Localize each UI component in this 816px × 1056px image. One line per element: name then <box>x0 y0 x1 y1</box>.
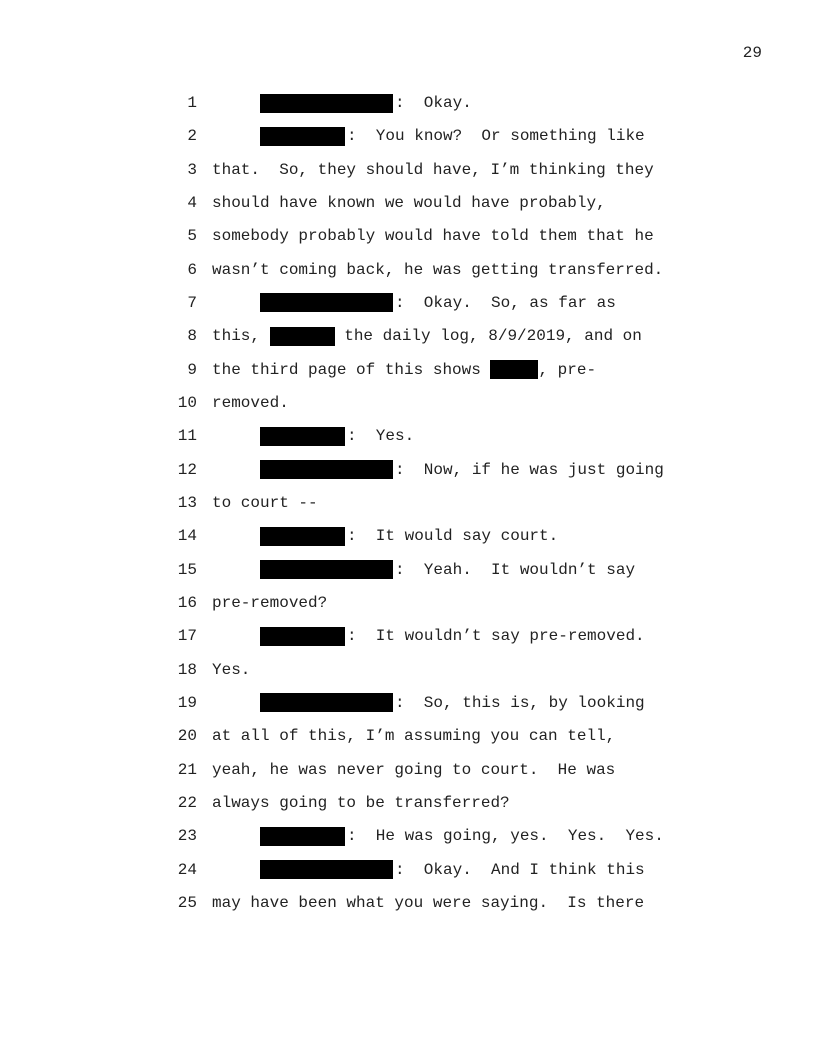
line-text: : He was going, yes. Yes. Yes. <box>260 826 664 846</box>
line-number: 9 <box>187 360 197 379</box>
line-text: the third page of this shows , pre- <box>212 360 596 380</box>
text-segment: pre-removed? <box>212 593 328 612</box>
text-segment: somebody probably would have told them t… <box>212 227 654 246</box>
line-number: 21 <box>177 760 197 779</box>
text-segment: Yes. <box>212 660 251 679</box>
text-segment: , pre- <box>538 360 597 379</box>
line-text: wasn’t coming back, he was getting trans… <box>212 260 663 280</box>
line-number: 19 <box>177 693 197 712</box>
redacted-speaker-name <box>260 93 393 113</box>
text-segment: : Okay. So, as far as <box>395 293 616 312</box>
line-number: 14 <box>177 527 197 546</box>
line-text: : Okay. So, as far as <box>260 293 616 313</box>
text-segment: always going to be transferred? <box>212 793 510 812</box>
line-number: 3 <box>187 160 197 179</box>
line-number: 5 <box>187 227 197 246</box>
redacted-speaker-name <box>260 526 345 546</box>
line-text: to court -- <box>212 493 318 513</box>
line-text: : It would say court. <box>260 526 558 546</box>
text-segment: : Okay. And I think this <box>395 860 645 879</box>
line-number: 18 <box>177 660 197 679</box>
text-segment: may have been what you were saying. Is t… <box>212 893 645 912</box>
text-segment: : He was going, yes. Yes. Yes. <box>347 827 664 846</box>
line-text: always going to be transferred? <box>212 793 510 813</box>
text-segment: yeah, he was never going to court. He wa… <box>212 760 616 779</box>
line-text: that. So, they should have, I’m thinking… <box>212 160 654 180</box>
line-number: 11 <box>177 427 197 446</box>
redacted-speaker-name <box>260 626 345 646</box>
line-text: this, the daily log, 8/9/2019, and on <box>212 326 642 346</box>
line-text: at all of this, I’m assuming you can tel… <box>212 726 615 746</box>
line-number: 17 <box>177 627 197 646</box>
line-text: somebody probably would have told them t… <box>212 226 654 246</box>
text-segment: : So, this is, by looking <box>395 693 645 712</box>
redacted-speaker-name <box>260 826 345 846</box>
line-number: 23 <box>177 827 197 846</box>
redacted-speaker-name <box>260 426 345 446</box>
text-segment: to court -- <box>212 493 318 512</box>
line-text: : Now, if he was just going <box>260 460 664 480</box>
redacted-speaker-name <box>260 126 345 146</box>
line-text: removed. <box>212 393 289 413</box>
text-segment: wasn’t coming back, he was getting trans… <box>212 260 664 279</box>
text-segment: this, <box>212 327 270 346</box>
text-segment: the third page of this shows <box>212 360 491 379</box>
line-number: 20 <box>177 727 197 746</box>
redaction-box <box>490 360 539 380</box>
line-number: 4 <box>187 193 197 212</box>
text-segment: removed. <box>212 393 289 412</box>
text-segment: the daily log, 8/9/2019, and on <box>334 327 642 346</box>
line-number: 13 <box>177 493 197 512</box>
line-number: 2 <box>187 127 197 146</box>
text-segment: at all of this, I’m assuming you can tel… <box>212 727 616 746</box>
line-text: : Yes. <box>260 426 414 446</box>
text-segment: that. So, they should have, I’m thinking… <box>212 160 654 179</box>
redacted-speaker-name <box>260 560 393 580</box>
line-text: pre-removed? <box>212 593 327 613</box>
text-segment: : Yeah. It wouldn’t say <box>395 560 636 579</box>
text-segment: : It would say court. <box>347 527 559 546</box>
text-segment: : You know? Or something like <box>347 127 645 146</box>
line-number: 8 <box>187 327 197 346</box>
line-number: 25 <box>177 893 197 912</box>
line-text: yeah, he was never going to court. He wa… <box>212 760 615 780</box>
text-segment: : It wouldn’t say pre-removed. <box>347 627 645 646</box>
redaction-box <box>269 326 335 346</box>
line-number: 16 <box>177 593 197 612</box>
line-text: : So, this is, by looking <box>260 693 645 713</box>
text-segment: : Now, if he was just going <box>395 460 664 479</box>
text-segment: : Okay. <box>395 94 472 112</box>
line-number: 24 <box>177 860 197 879</box>
line-text: : You know? Or something like <box>260 126 645 146</box>
line-number: 22 <box>177 793 197 812</box>
redacted-speaker-name <box>260 460 393 480</box>
line-number: 12 <box>177 460 197 479</box>
redacted-speaker-name <box>260 860 393 880</box>
line-text: : Okay. <box>260 93 472 113</box>
text-segment: should have known we would have probably… <box>212 193 606 212</box>
redacted-speaker-name <box>260 293 393 313</box>
line-text: should have known we would have probably… <box>212 193 606 213</box>
line-number: 7 <box>187 293 197 312</box>
line-text: : It wouldn’t say pre-removed. <box>260 626 645 646</box>
line-text: : Yeah. It wouldn’t say <box>260 560 635 580</box>
redacted-speaker-name <box>260 693 393 713</box>
text-segment: : Yes. <box>347 427 415 446</box>
line-text: may have been what you were saying. Is t… <box>212 893 644 913</box>
line-number: 1 <box>187 94 197 112</box>
line-number: 10 <box>177 393 197 412</box>
page-number: 29 <box>742 44 762 62</box>
line-number: 6 <box>187 260 197 279</box>
line-text: : Okay. And I think this <box>260 860 645 880</box>
line-number: 15 <box>177 560 197 579</box>
line-text: Yes. <box>212 660 250 680</box>
